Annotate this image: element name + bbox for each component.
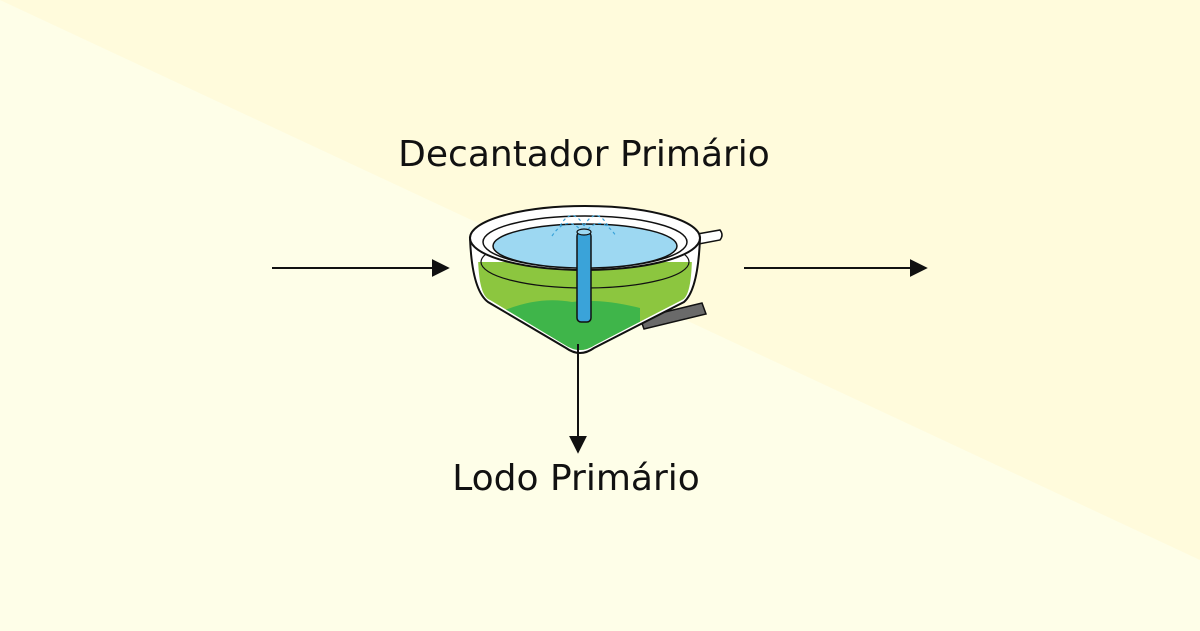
sludge-outlet-pipe — [639, 302, 707, 330]
diagram-title: Decantador Primário — [398, 134, 770, 175]
central-feed-pipe — [576, 231, 592, 323]
central-feed-pipe-top — [576, 228, 592, 236]
sludge-label: Lodo Primário — [452, 458, 700, 499]
